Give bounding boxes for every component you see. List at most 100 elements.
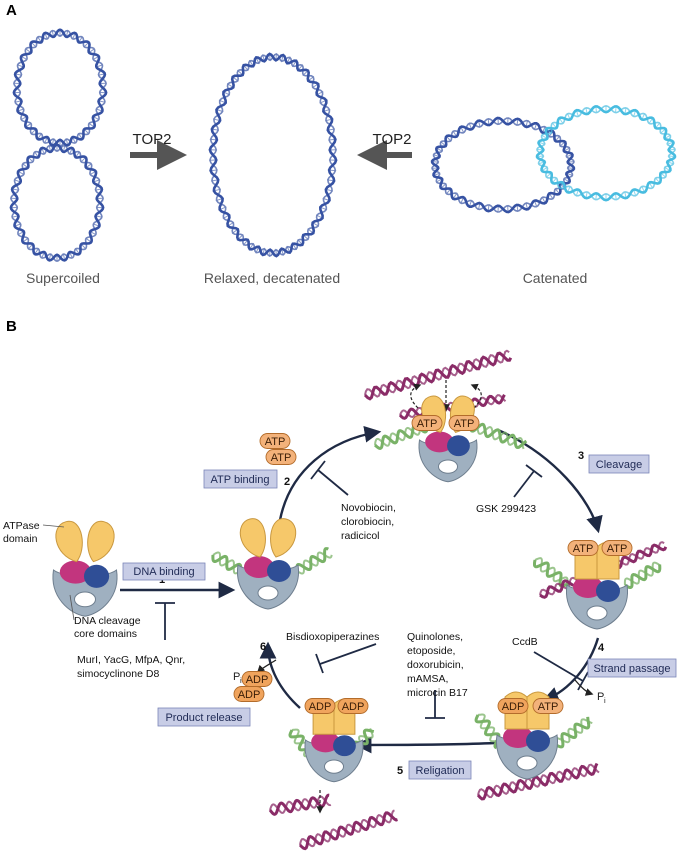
inhibitor-ccdb: CcdB — [512, 636, 538, 648]
atpase-label-line-1: ATPase — [3, 520, 40, 532]
step-4-number: 4 — [598, 642, 605, 654]
free-atp-2-text: ATP — [271, 452, 292, 464]
cleavage-core-line-1: DNA cleavage — [74, 615, 141, 627]
inhibitor-quinolones: Quinolones, — [407, 631, 463, 643]
inhibitor-murI-line: MurI, YacG, MfpA, Qnr, — [77, 654, 185, 666]
step-6: 6 Product release — [157, 641, 266, 727]
free-atp-1-text: ATP — [265, 436, 286, 448]
top2-label-right: TOP2 — [373, 131, 412, 148]
inhibitors-religation: Quinolones, etoposide, doxorubicin, mAMS… — [407, 631, 468, 699]
caption-catenated: Catenated — [523, 270, 588, 286]
panel-b-letter: B — [6, 318, 17, 335]
dna-released-segment-b — [298, 809, 398, 851]
bound-atp-right-right-text: ATP — [607, 543, 628, 555]
step-4-label: Strand passage — [593, 663, 670, 675]
bound-atp-br: ATP — [532, 698, 564, 714]
inhibitors-product-release: Bisdioxopiperazines — [286, 631, 379, 643]
caption-relaxed-decatenated: Relaxed, decatenated — [204, 270, 340, 286]
enzyme-free — [52, 521, 118, 617]
released-adp-2: ADP — [233, 686, 265, 702]
atpase-label-line-2: domain — [3, 533, 38, 545]
step-1-box — [122, 562, 206, 581]
inhibitor-gsk299423: GSK 299423 — [476, 503, 536, 515]
catenated-ring-dark — [430, 116, 576, 214]
inhibition-lines — [155, 460, 589, 719]
inhibitor-novobiocin: Novobiocin, — [341, 502, 396, 514]
nucleotide-pills: ATP ATP ATP ATP ATP ATP ADP ATP ADP ADP ADP ADP — [233, 415, 633, 714]
bound-atp-top-right: ATP — [448, 415, 480, 431]
dna-motion-arrows — [316, 380, 482, 814]
bound-atp-top-left: ATP — [411, 415, 443, 431]
atpase-domain-label: ATPase domain — [3, 520, 65, 545]
bound-atp-top-left-text: ATP — [417, 418, 438, 430]
inhibitors-cleavage: GSK 299423 — [476, 503, 536, 515]
step-5-number: 5 — [397, 765, 403, 777]
inhibitor-microcin-b17: microcin B17 — [407, 687, 468, 699]
step-1: 1 DNA binding — [122, 562, 206, 586]
step-3-box — [588, 454, 650, 474]
cleavage-core-line-2: core domains — [74, 628, 137, 640]
step-3-number: 3 — [578, 450, 584, 462]
enzyme-religated — [304, 698, 364, 783]
catenated-ring-light — [535, 104, 677, 202]
pi-release-arrow — [574, 679, 594, 696]
step-2-label: ATP binding — [211, 474, 270, 486]
dna-g-segment-right-b — [623, 561, 662, 589]
bound-adp-br-text: ADP — [502, 701, 525, 713]
pi-sub-release: i — [240, 676, 242, 685]
step-2-box — [203, 469, 278, 489]
panel-a-dna-rings — [9, 28, 677, 263]
cleavage-core-label: DNA cleavage core domains — [69, 594, 141, 640]
relaxed-ring — [208, 52, 338, 258]
inhibitor-bisdioxopiperazines: Bisdioxopiperazines — [286, 631, 379, 643]
step-2-number: 2 — [284, 476, 290, 488]
top2-label-left: TOP2 — [133, 131, 172, 148]
step-3-label: Cleavage — [596, 459, 642, 471]
step-3: 3 Cleavage — [578, 450, 650, 474]
bound-adp-bl-right-text: ADP — [342, 701, 365, 713]
bound-adp-bl-left-text: ADP — [309, 701, 332, 713]
bound-atp-right-left-text: ATP — [573, 543, 594, 555]
bound-atp-br-text: ATP — [538, 701, 559, 713]
pi-p: P — [597, 691, 604, 703]
enzyme-complexes — [52, 395, 628, 783]
pi-sub: i — [604, 696, 606, 705]
dna-g-segment-top-right — [468, 420, 528, 450]
step-4-box — [587, 658, 677, 678]
free-atp-2: ATP — [265, 449, 297, 465]
step-1-label: DNA binding — [133, 566, 194, 578]
inhibitor-etoposide: etoposide, — [407, 645, 455, 657]
panel-a-letter: A — [6, 2, 17, 19]
product-release-arrow — [256, 659, 277, 674]
dna-t-segment-top — [363, 349, 513, 401]
bound-atp-top-right-text: ATP — [454, 418, 475, 430]
bound-adp-bl-left: ADP — [304, 698, 336, 714]
dna-g-segment-br-b — [554, 716, 593, 749]
inhibitor-radicicol: radicicol — [341, 530, 380, 542]
bound-atp-right-right: ATP — [601, 540, 633, 556]
inhibitor-simocyclinone-line: simocyclinone D8 — [77, 668, 159, 680]
supercoiled-lower-loop — [9, 143, 105, 263]
dna-t-segment-bottom-right — [476, 762, 600, 801]
inhibitor-mamsa: mAMSA, — [407, 673, 448, 685]
pi-p-release: P — [233, 671, 240, 683]
released-adp-2-text: ADP — [238, 689, 261, 701]
supercoiled-upper-loop — [12, 28, 108, 148]
step-5-box — [408, 760, 472, 780]
step-6-number: 6 — [260, 641, 266, 653]
dna-released-segment-a — [268, 793, 332, 816]
bound-adp-br: ADP — [497, 698, 529, 714]
released-adp-1-text: ADP — [246, 674, 269, 686]
step-6-box — [157, 707, 251, 727]
inhibitor-clorobiocin: clorobiocin, — [341, 516, 394, 528]
bound-atp-right-left: ATP — [567, 540, 599, 556]
bound-adp-bl-right: ADP — [337, 698, 369, 714]
step-5: 5 Religation — [397, 760, 472, 780]
inhibitor-doxorubicin: doxorubicin, — [407, 659, 464, 671]
enzyme-dna-bound — [237, 518, 299, 610]
panel-a-background — [0, 18, 680, 308]
free-atp-1: ATP — [259, 433, 291, 449]
step-5-label: Religation — [416, 765, 465, 777]
pi-label-product-release: P i — [233, 671, 242, 685]
